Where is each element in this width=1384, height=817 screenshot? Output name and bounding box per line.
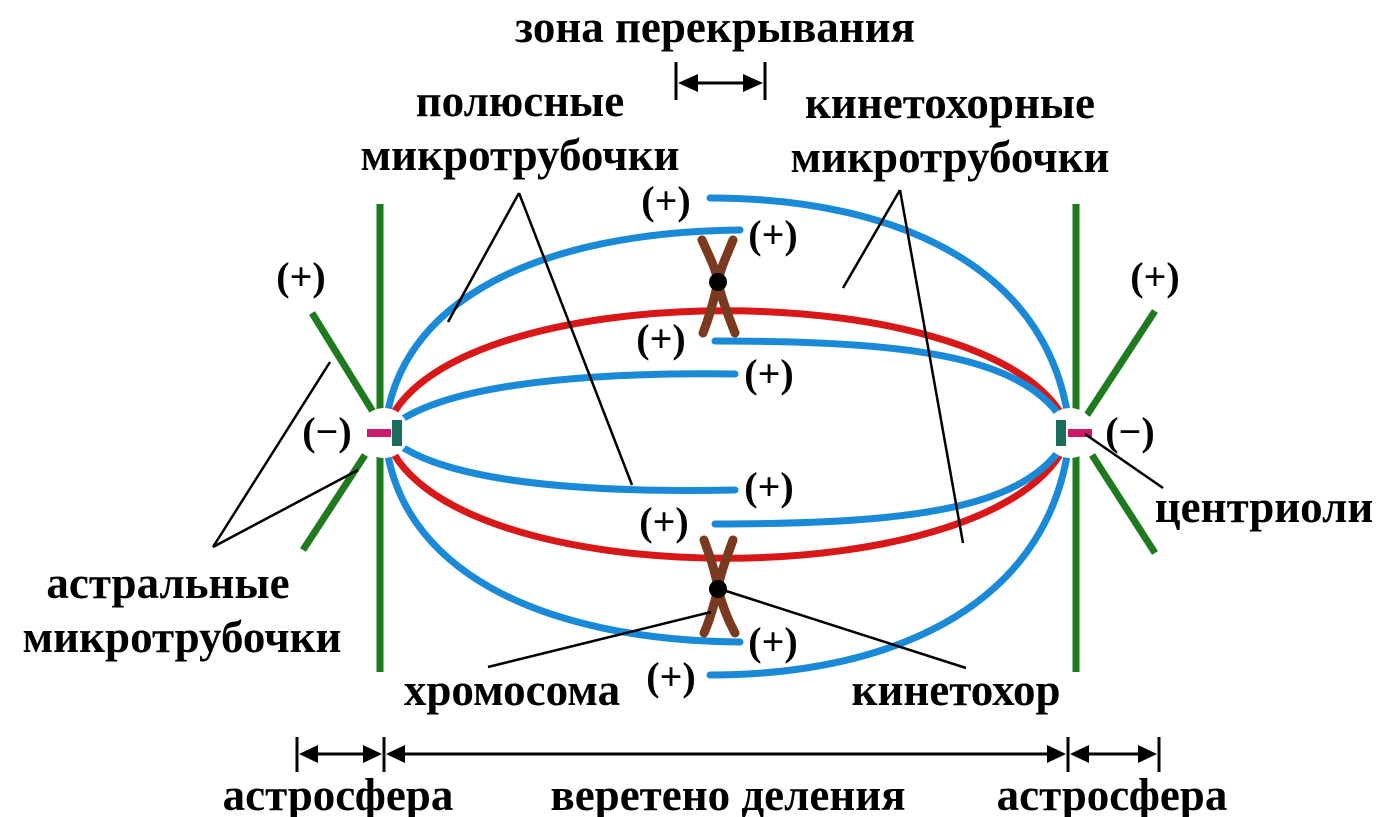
- right-pole: [1045, 408, 1095, 458]
- plus-sign: (+): [744, 464, 793, 509]
- bottom-dimensions: [295, 737, 1161, 772]
- right-centriole-magenta: [1068, 429, 1092, 437]
- polar-mt-label-line1: полюсные: [416, 76, 624, 126]
- polar-mt-outer-upper-left: [381, 226, 744, 437]
- leader-lines: [211, 189, 1164, 670]
- right-astral-mt-lower: [1089, 453, 1158, 555]
- plus-sign: (+): [636, 316, 685, 361]
- left-astral-mt-lower: [300, 453, 368, 552]
- left-pole: [359, 408, 409, 458]
- plus-sign: (+): [748, 212, 797, 257]
- astral-mt-label-line1: астральные: [46, 558, 289, 608]
- polar-mt-outer-lower-right: [706, 429, 1074, 679]
- kinetochore-mt-label-line1: кинетохорные: [805, 78, 1095, 128]
- polar-mt-inner-upper-right: [711, 337, 1074, 437]
- polar-mt-label-line2: микротрубочки: [361, 130, 680, 180]
- leader-kinetochore-mt-1: [841, 189, 902, 289]
- spindle-label: веретено деления: [550, 770, 905, 817]
- leader-kinetochore-mt-2: [898, 189, 965, 544]
- overlap-zone-label: зона перекрывания: [515, 2, 915, 52]
- left-centriole-teal: [392, 420, 402, 446]
- polar-mt-inner-upper-left: [381, 370, 739, 437]
- leader-polar-2: [517, 192, 634, 486]
- astral-mt-label-line2: микротрубочки: [23, 612, 342, 662]
- kinetochore-label: кинетохор: [852, 665, 1061, 715]
- kinetochore-dot-upper: [709, 273, 727, 291]
- plus-sign: (+): [639, 499, 688, 544]
- chromosome-lower: [699, 535, 740, 638]
- leader-chromosome: [487, 610, 712, 669]
- kinetochore-dot-lower: [709, 580, 727, 598]
- chromosome-upper: [697, 235, 740, 338]
- minus-sign: (−): [1105, 409, 1154, 454]
- overlap-zone-marker: [674, 62, 767, 100]
- kinetochore-mt-label-line2: микротрубочки: [791, 132, 1110, 182]
- right-astral-mt-upper: [1084, 309, 1158, 417]
- plus-sign: (+): [641, 178, 690, 223]
- astral-microtubules: [300, 204, 1158, 672]
- aster-right-label: астросфера: [997, 770, 1228, 817]
- polar-mt-inner-lower-left: [381, 429, 739, 494]
- plus-sign: (+): [1130, 254, 1179, 299]
- plus-sign: (+): [646, 654, 695, 699]
- leader-centrioles: [1084, 432, 1164, 490]
- plus-sign: (+): [276, 254, 325, 299]
- centrioles-label: центриоли: [1155, 482, 1374, 532]
- leader-kinetochore: [725, 589, 967, 670]
- leader-astral-2: [212, 468, 359, 549]
- left-centriole-magenta: [367, 429, 391, 437]
- left-astral-mt-upper: [309, 311, 378, 417]
- polar-microtubules: [381, 194, 1074, 679]
- plus-sign: (+): [748, 619, 797, 664]
- polar-mt-outer-upper-right: [706, 194, 1074, 437]
- leader-polar-1: [446, 192, 521, 323]
- polar-mt-inner-lower-right: [711, 429, 1074, 528]
- right-centriole-teal: [1056, 420, 1066, 446]
- plus-sign: (+): [744, 351, 793, 396]
- polar-mt-outer-lower-left: [381, 429, 744, 646]
- aster-left-label: астросфера: [223, 770, 454, 817]
- leader-astral-1: [211, 361, 332, 548]
- chromosome-label: хромосома: [404, 665, 620, 715]
- kinetochore-mt-lower: [381, 431, 1074, 562]
- minus-sign: (−): [302, 409, 351, 454]
